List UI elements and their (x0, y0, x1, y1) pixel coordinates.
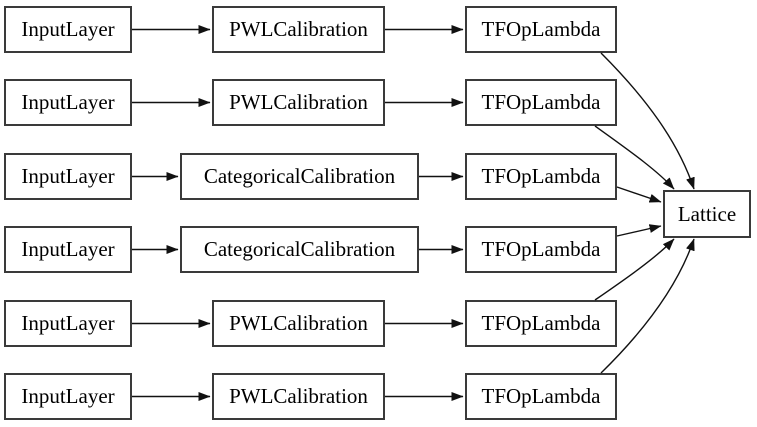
node-inputlayer-4: InputLayer (4, 226, 132, 273)
node-pwlcalibration-1: PWLCalibration (212, 6, 385, 53)
edge-lambda-lattice-3 (616, 186, 662, 203)
node-inputlayer-2: InputLayer (4, 79, 132, 126)
node-pwlcalibration-2: PWLCalibration (212, 79, 385, 126)
node-pwlcalibration-4: PWLCalibration (212, 373, 385, 420)
edge-lambda-lattice-4 (616, 224, 662, 237)
node-tfoplambda-3: TFOpLambda (465, 153, 617, 200)
node-lattice: Lattice (663, 190, 751, 238)
node-tfoplambda-5: TFOpLambda (465, 300, 617, 347)
node-pwlcalibration-3: PWLCalibration (212, 300, 385, 347)
node-tfoplambda-2: TFOpLambda (465, 79, 617, 126)
node-inputlayer-5: InputLayer (4, 300, 132, 347)
node-tfoplambda-6: TFOpLambda (465, 373, 617, 420)
node-categoricalcalibration-1: CategoricalCalibration (180, 153, 419, 200)
node-inputlayer-1: InputLayer (4, 6, 132, 53)
node-inputlayer-3: InputLayer (4, 153, 132, 200)
node-tfoplambda-4: TFOpLambda (465, 226, 617, 273)
node-inputlayer-6: InputLayer (4, 373, 132, 420)
node-categoricalcalibration-2: CategoricalCalibration (180, 226, 419, 273)
node-tfoplambda-1: TFOpLambda (465, 6, 617, 53)
